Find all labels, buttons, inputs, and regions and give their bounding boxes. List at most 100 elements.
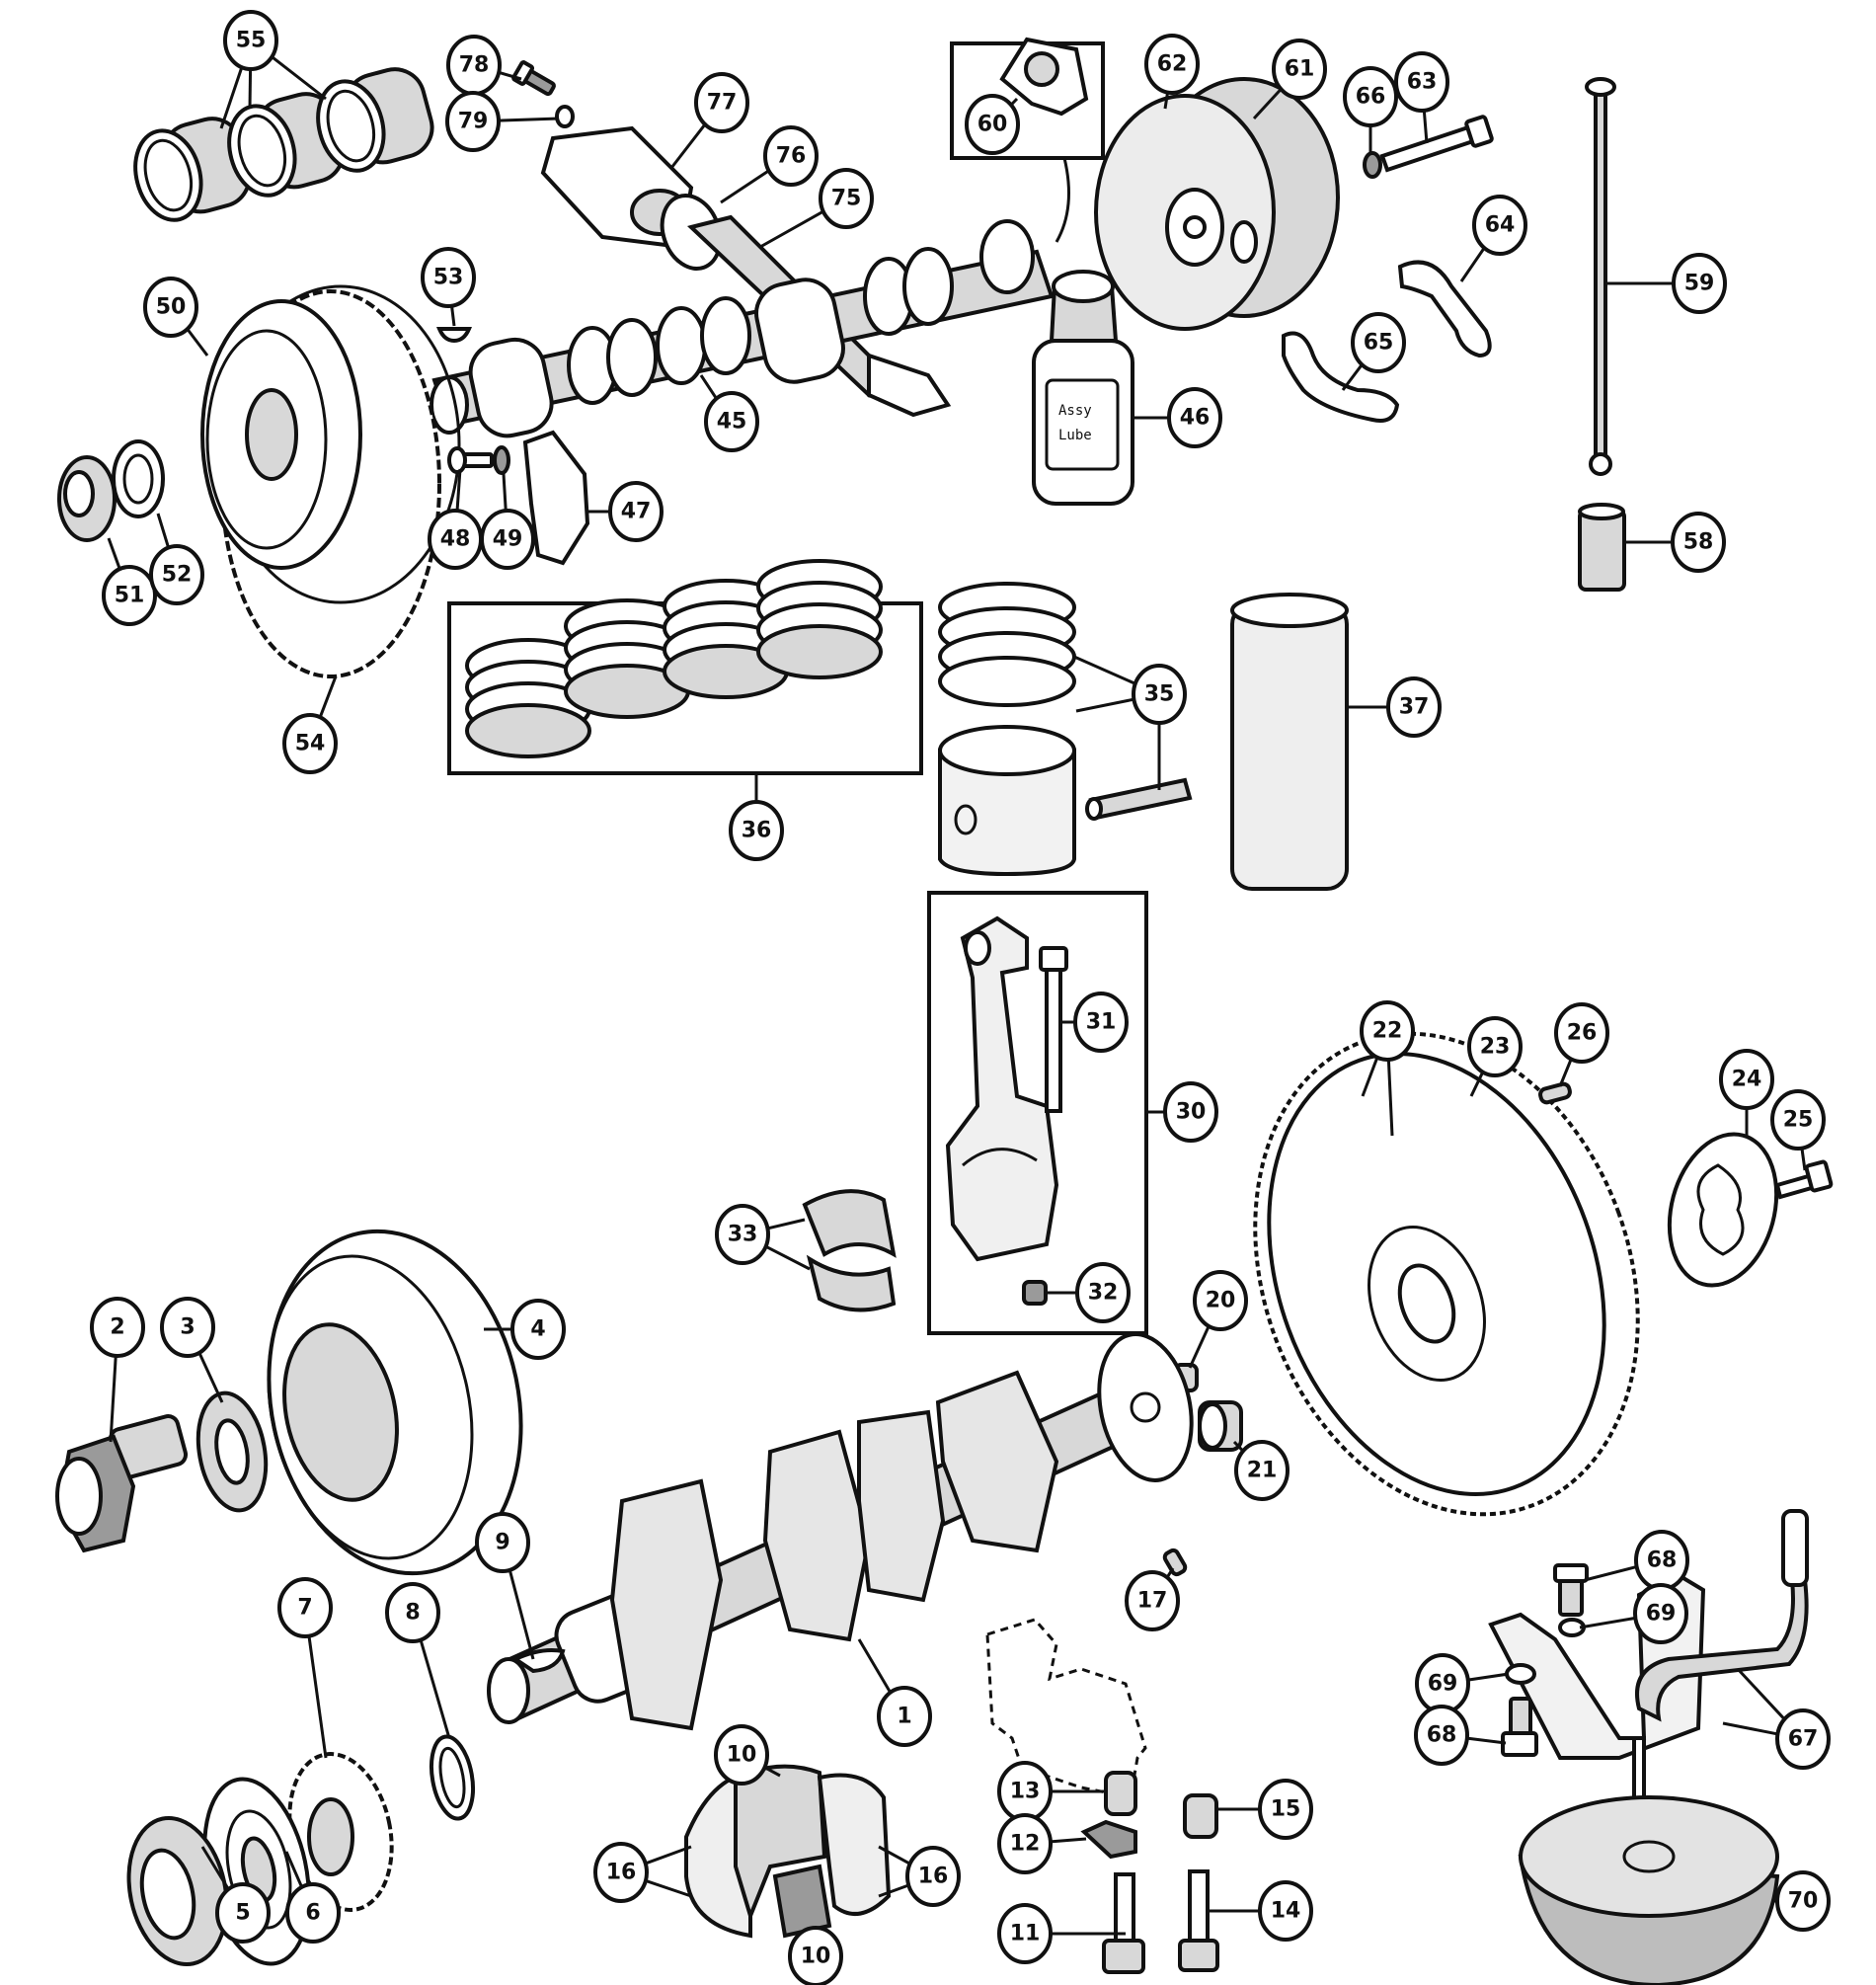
callout-16: 16 bbox=[593, 1842, 649, 1903]
leader-line-c68a bbox=[1584, 1565, 1638, 1582]
callout-circle bbox=[1360, 1000, 1415, 1062]
lock-tab bbox=[1080, 1819, 1137, 1860]
callout-63: 63 bbox=[1394, 51, 1449, 113]
callout-circle bbox=[1394, 51, 1449, 113]
shim-8 bbox=[429, 1734, 476, 1821]
callout-number: 10 bbox=[727, 1743, 757, 1768]
crankshaft-pulley bbox=[267, 1229, 523, 1576]
callout-circle bbox=[788, 1926, 843, 1985]
leader-lines bbox=[107, 54, 1807, 1936]
callout-53: 53 bbox=[421, 247, 476, 308]
camshaft bbox=[430, 219, 1055, 438]
leader-line-c67 bbox=[1736, 1667, 1787, 1721]
callout-number: 51 bbox=[115, 584, 145, 608]
callout-number: 67 bbox=[1788, 1727, 1819, 1752]
callout-75: 75 bbox=[819, 168, 874, 229]
dowel-13 bbox=[1104, 1771, 1137, 1816]
callout-circle bbox=[877, 1686, 932, 1747]
leader-line-c2 bbox=[109, 1352, 117, 1443]
callout-circle bbox=[1144, 34, 1200, 95]
bolt-11 bbox=[1102, 1872, 1145, 1974]
callout-30: 30 bbox=[1163, 1081, 1218, 1143]
leader-line-c35 bbox=[1075, 697, 1134, 713]
callout-number: 52 bbox=[162, 563, 193, 588]
piston-assembly bbox=[938, 582, 1193, 877]
callout-47: 47 bbox=[608, 481, 664, 542]
callout-circle bbox=[1125, 1570, 1180, 1631]
callout-number: 68 bbox=[1427, 1723, 1457, 1748]
callout-circle bbox=[510, 1299, 566, 1360]
callout-51: 51 bbox=[102, 565, 157, 626]
leader-line-c54 bbox=[317, 675, 338, 721]
callout-number: 55 bbox=[236, 29, 267, 53]
callout-circle bbox=[1163, 1081, 1218, 1143]
callout-number: 22 bbox=[1372, 1019, 1403, 1044]
callout-number: 70 bbox=[1788, 1889, 1819, 1914]
callout-58: 58 bbox=[1671, 512, 1726, 573]
bottle-label-line-2: Lube bbox=[1058, 428, 1092, 443]
big-end-bearing-shells bbox=[802, 1189, 897, 1312]
callout-circle bbox=[1414, 1705, 1469, 1766]
callout-circle bbox=[1351, 312, 1406, 373]
callout-number: 21 bbox=[1247, 1459, 1278, 1483]
callout-number: 12 bbox=[1010, 1832, 1041, 1857]
leader-line-c65 bbox=[1341, 361, 1365, 391]
callout-number: 68 bbox=[1647, 1548, 1678, 1573]
leader-line-c1 bbox=[857, 1638, 894, 1696]
callout-circle bbox=[1073, 992, 1129, 1053]
callout-circle bbox=[1775, 1870, 1831, 1932]
callout-50: 50 bbox=[143, 277, 198, 338]
callout-circle bbox=[1075, 1262, 1131, 1323]
callout-61: 61 bbox=[1272, 39, 1327, 100]
oil-strainer bbox=[1518, 1795, 1780, 1985]
callout-circle bbox=[729, 800, 784, 861]
camshaft-nut-and-washer bbox=[57, 439, 165, 542]
main-bearing-and-thrust-washers bbox=[684, 1764, 892, 1939]
leader-line-c48 bbox=[455, 468, 462, 515]
callout-number: 32 bbox=[1088, 1281, 1119, 1306]
callout-circle bbox=[475, 1512, 530, 1573]
callout-number: 4 bbox=[530, 1317, 545, 1342]
leader-line-c12 bbox=[1050, 1837, 1087, 1844]
callout-number: 35 bbox=[1144, 682, 1175, 707]
leader-line-c23 bbox=[1469, 1069, 1486, 1097]
callout-number: 65 bbox=[1364, 331, 1394, 356]
leader-line-c22 bbox=[1361, 1054, 1380, 1097]
callout-number: 20 bbox=[1206, 1289, 1236, 1313]
callout-31: 31 bbox=[1073, 992, 1129, 1053]
leader-line-c6 bbox=[284, 1851, 304, 1890]
callout-circle bbox=[215, 1882, 271, 1944]
callout-70: 70 bbox=[1775, 1870, 1831, 1932]
callout-circle bbox=[1770, 1089, 1826, 1151]
callout-64: 64 bbox=[1472, 195, 1527, 256]
callout-68: 68 bbox=[1414, 1705, 1469, 1766]
leader-line-c5 bbox=[200, 1846, 231, 1892]
leader-line-c55 bbox=[219, 64, 245, 129]
callout-number: 60 bbox=[977, 113, 1008, 137]
leader-line-c16b bbox=[878, 1845, 911, 1866]
oil-thrower bbox=[126, 1815, 229, 1967]
screw-and-washer bbox=[447, 445, 510, 475]
cylinder-liner bbox=[1230, 593, 1349, 891]
oil-pump-bolt bbox=[1363, 115, 1494, 179]
callout-11: 11 bbox=[997, 1903, 1053, 1964]
callout-54: 54 bbox=[282, 713, 338, 774]
callout-number: 50 bbox=[156, 295, 187, 320]
callout-number: 69 bbox=[1646, 1602, 1677, 1627]
callout-circle bbox=[421, 247, 476, 308]
callout-circle bbox=[277, 1577, 333, 1638]
callout-8: 8 bbox=[385, 1582, 440, 1643]
lock-plate-65 bbox=[1282, 331, 1400, 423]
callout-number: 16 bbox=[606, 1861, 637, 1885]
lock-plate-64 bbox=[1397, 260, 1492, 358]
callout-circle bbox=[160, 1297, 215, 1358]
callout-7: 7 bbox=[277, 1577, 333, 1638]
locating-plate bbox=[522, 430, 590, 566]
callout-14: 14 bbox=[1258, 1880, 1313, 1942]
callout-number: 2 bbox=[110, 1315, 124, 1340]
callout-circle bbox=[1472, 195, 1527, 256]
bolt-14 bbox=[1178, 1869, 1219, 1972]
